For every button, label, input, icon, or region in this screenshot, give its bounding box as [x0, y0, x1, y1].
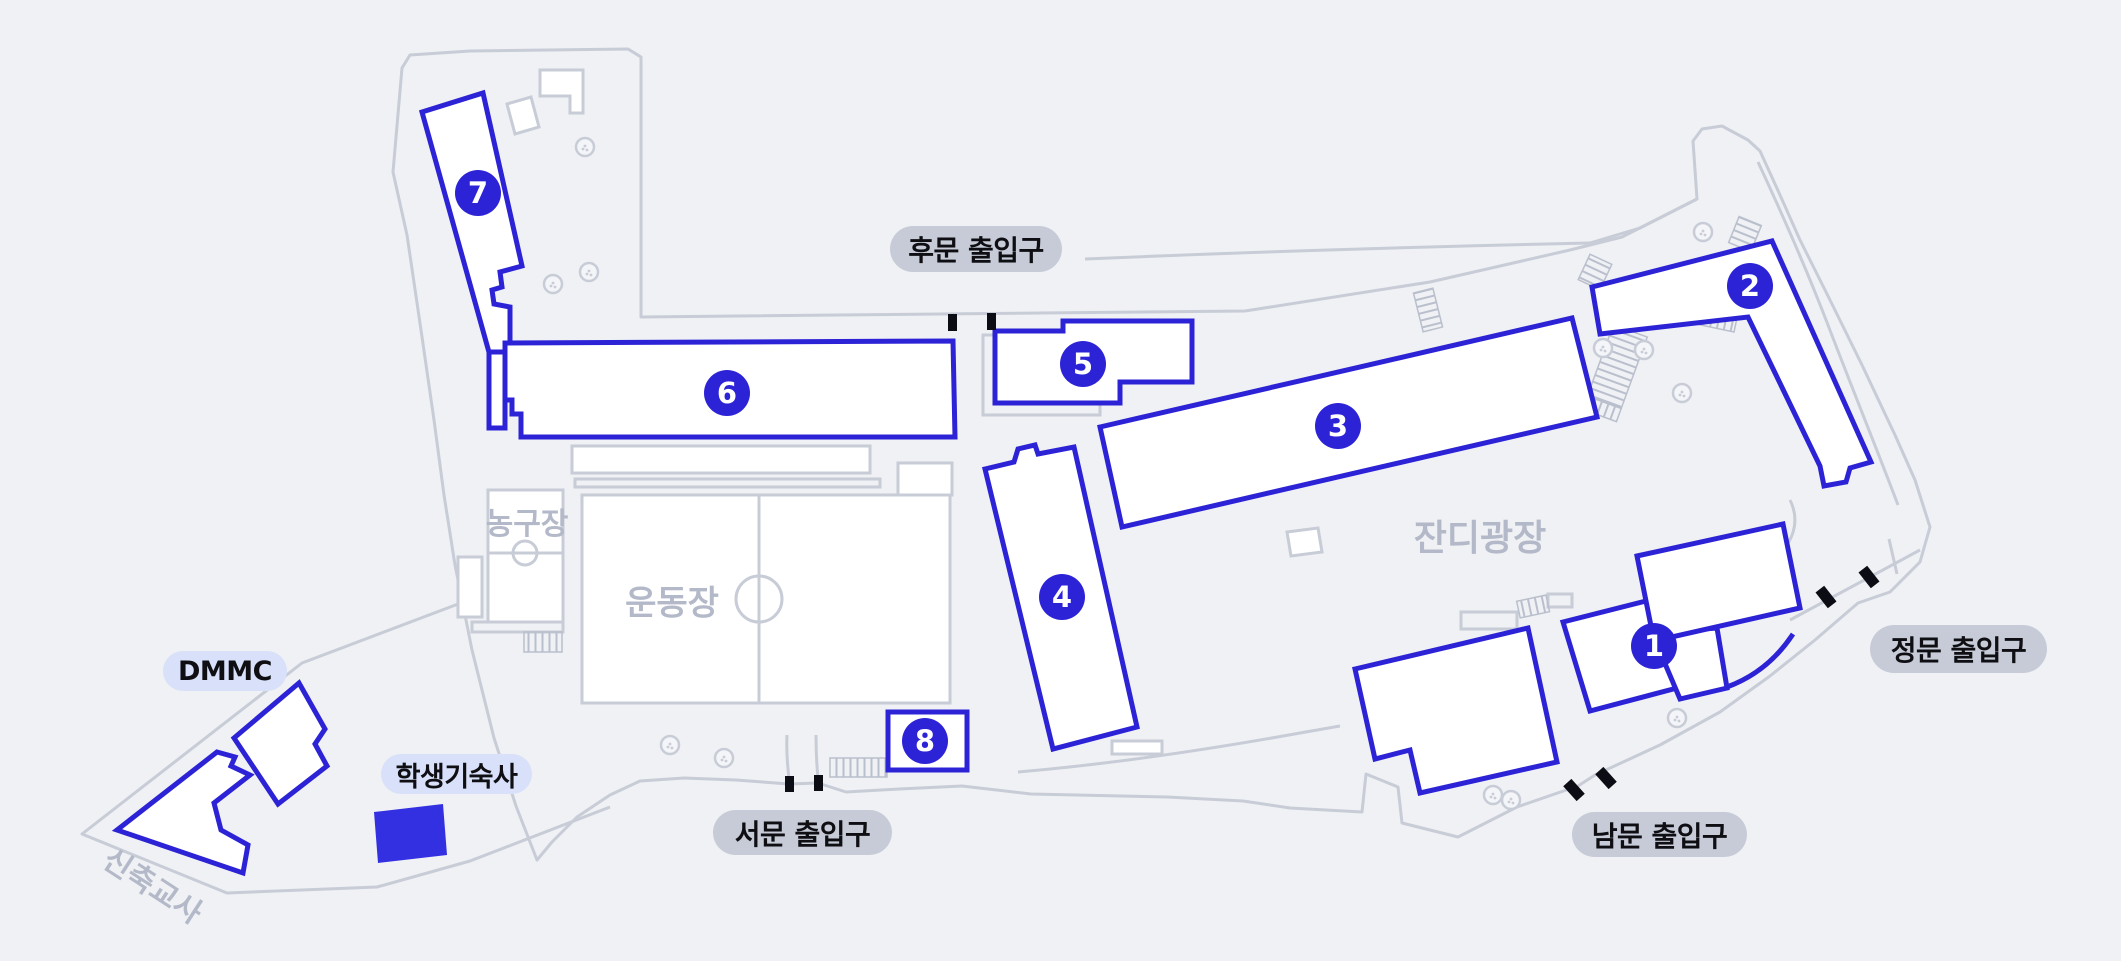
building-badge-2[interactable]: 2 [1727, 263, 1773, 309]
dormitory-building-shape [374, 804, 447, 863]
gray-annex-below-building6 [570, 444, 872, 475]
south-gate-label[interactable]: 남문 출입구 [1572, 812, 1747, 857]
tree-icon [574, 136, 596, 158]
building-badge-8[interactable]: 8 [902, 718, 948, 764]
main-gate-label[interactable]: 정문 출입구 [1870, 625, 2047, 673]
west-gate-marker [814, 775, 823, 791]
tree-icon [1692, 221, 1714, 243]
buildings-group [111, 89, 1875, 877]
building-1-curve-shape [1726, 632, 1796, 690]
tree-icon [1592, 337, 1614, 359]
building-7-shape [418, 89, 525, 366]
west-gate-marker [785, 776, 794, 792]
dormitory-label[interactable]: 학생기숙사 [381, 754, 532, 794]
building-badge-6[interactable]: 6 [704, 370, 750, 416]
tree-icon [1500, 789, 1522, 811]
gray-structure-south [1110, 739, 1164, 756]
secondary-structures [505, 68, 1574, 756]
south-gate-marker [1563, 778, 1585, 802]
gray-strip-below-building6 [573, 477, 882, 489]
tree-icon [1482, 784, 1504, 806]
basketball-court-label: 농구장 [485, 507, 569, 542]
gray-kiosk-lawn [1546, 592, 1574, 609]
rear-gate-marker [987, 313, 996, 330]
sports-field-shape [580, 493, 952, 705]
building-badge-1[interactable]: 1 [1631, 623, 1677, 669]
sports-field-label: 운동장 [625, 583, 719, 624]
campus-boundary [80, 47, 1932, 895]
dmmc-building-lower-shape [111, 749, 255, 877]
trees-group [542, 136, 1714, 811]
gray-building-l-shape [538, 68, 585, 115]
tree-icon [1633, 339, 1655, 361]
dmmc-building-upper-shape [230, 679, 331, 808]
building-badge-4[interactable]: 4 [1039, 574, 1085, 620]
building-badge-3[interactable]: 3 [1315, 403, 1361, 449]
tree-icon [659, 734, 681, 756]
basketball-court-shape [456, 488, 565, 634]
gate-markers [785, 313, 1880, 802]
building-1-east-shape [1634, 521, 1803, 645]
south-gate-marker [1595, 766, 1617, 790]
gray-structure-field-corner [896, 461, 954, 497]
gray-kiosk-below-building3 [1285, 526, 1324, 558]
dmmc-label[interactable]: DMMC [163, 651, 287, 691]
gray-building-small [505, 95, 541, 136]
building-2-shape [1589, 238, 1875, 489]
tree-icon [1671, 382, 1693, 404]
rear-gate-marker [948, 314, 957, 331]
stairs-group [489, 215, 1763, 778]
tree-icon [1666, 707, 1688, 729]
gray-platform-lawn [1459, 610, 1519, 631]
building-1-west-shape [1352, 624, 1560, 796]
tree-icon [578, 261, 600, 283]
tree-icon [542, 273, 564, 295]
main-gate-marker [1858, 565, 1880, 589]
lawn-plaza-label: 잔디광장 [1413, 518, 1547, 559]
building-badge-5[interactable]: 5 [1060, 341, 1106, 387]
main-gate-marker [1815, 585, 1837, 609]
building-badge-7[interactable]: 7 [455, 170, 501, 216]
west-gate-label[interactable]: 서문 출입구 [713, 810, 892, 855]
rear-gate-label[interactable]: 후문 출입구 [890, 226, 1062, 272]
tree-icon [713, 747, 735, 769]
